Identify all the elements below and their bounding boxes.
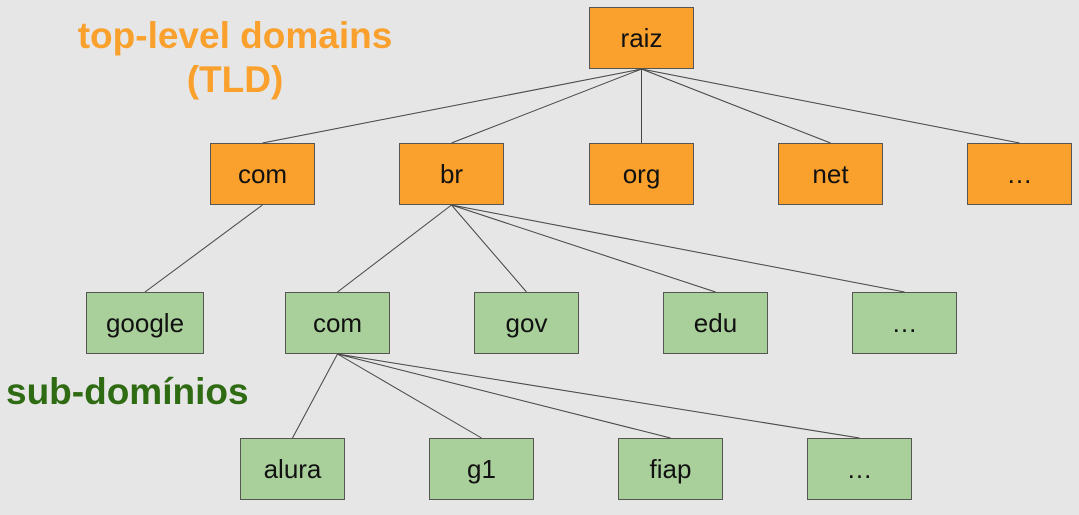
node-net: net bbox=[778, 143, 883, 205]
node-alura: alura bbox=[240, 438, 345, 500]
node-g1: g1 bbox=[429, 438, 534, 500]
edge-br-gov bbox=[451, 204, 527, 293]
edge-raiz-net bbox=[641, 68, 831, 144]
edge-br-edu bbox=[451, 204, 716, 293]
node-tld-more: … bbox=[967, 143, 1072, 205]
edge-br-br_com bbox=[337, 204, 452, 293]
edge-br_com-g1 bbox=[337, 353, 482, 439]
edge-com-google bbox=[144, 204, 263, 293]
tld-heading: top-level domains (TLD) bbox=[40, 14, 430, 103]
tld-heading-line1: top-level domains bbox=[77, 15, 393, 56]
sub-domains-heading: sub-domínios bbox=[6, 371, 249, 412]
edge-br_com-alura bbox=[292, 353, 338, 439]
node-raiz: raiz bbox=[589, 7, 694, 69]
node-org: org bbox=[589, 143, 694, 205]
node-fiap: fiap bbox=[618, 438, 723, 500]
node-google: google bbox=[86, 292, 204, 354]
node-br-more: … bbox=[852, 292, 957, 354]
edge-raiz-br bbox=[451, 68, 642, 144]
edge-raiz-com bbox=[262, 68, 642, 144]
node-gov: gov bbox=[474, 292, 579, 354]
node-com: com bbox=[210, 143, 315, 205]
node-br-com: com bbox=[285, 292, 390, 354]
edge-br_com-com_more bbox=[337, 353, 860, 439]
node-com-more: … bbox=[807, 438, 912, 500]
edge-br-br_more bbox=[451, 204, 905, 293]
node-br: br bbox=[399, 143, 504, 205]
edge-raiz-tld_more bbox=[641, 68, 1020, 144]
node-edu: edu bbox=[663, 292, 768, 354]
edge-br_com-fiap bbox=[337, 353, 671, 439]
tld-heading-line2: (TLD) bbox=[186, 59, 284, 101]
